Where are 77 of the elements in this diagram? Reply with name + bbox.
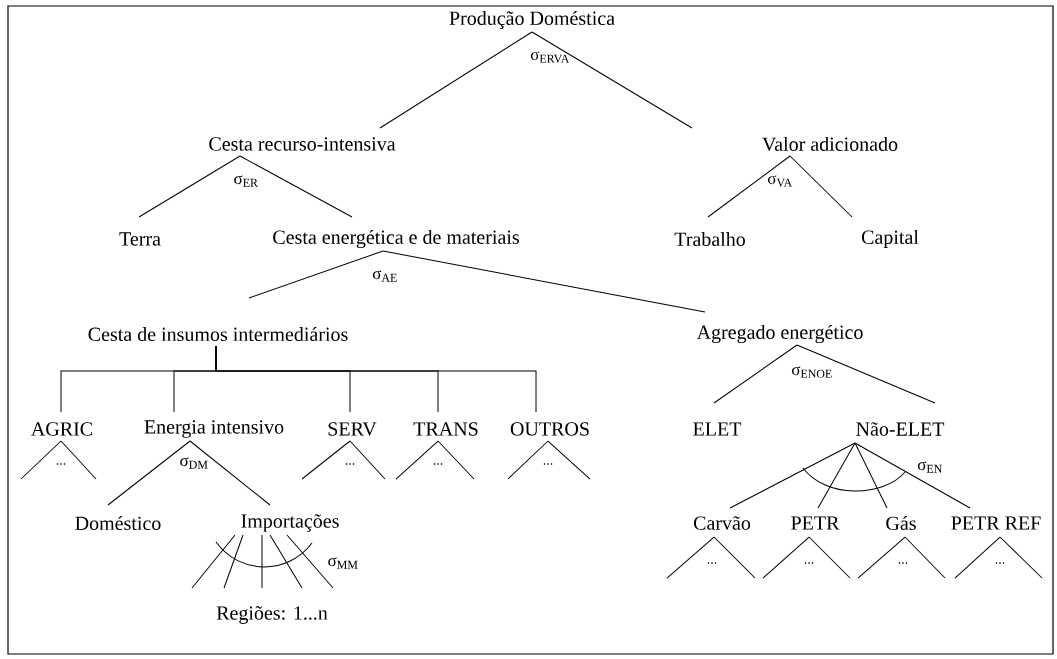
tree-line xyxy=(796,344,936,404)
ellipsis: ... xyxy=(898,562,908,564)
node-label: Doméstico xyxy=(73,514,163,532)
elasticity-label: σ$_{ERVA}$ xyxy=(530,51,570,63)
tree-line xyxy=(854,442,888,509)
tree-line xyxy=(379,31,533,129)
node-label: Terra xyxy=(118,231,162,247)
node-label: PETR xyxy=(789,515,841,531)
node-label: Regiões: 1...n xyxy=(215,605,329,625)
ellipsis: ... xyxy=(543,463,553,465)
node-label: Cesta energética e de materiais xyxy=(271,228,521,250)
node-label: Capital xyxy=(860,228,920,250)
node-label: AGRIC xyxy=(29,421,95,437)
tree-line xyxy=(223,534,244,589)
node-label: PETR REF xyxy=(949,515,1043,531)
tree-line xyxy=(666,536,715,579)
node-label: TRANS xyxy=(412,421,480,437)
ellipsis: ... xyxy=(433,463,443,465)
tree-line xyxy=(301,440,351,480)
tree-line xyxy=(707,155,791,218)
node-label: Cesta de insumos intermediários xyxy=(86,325,350,343)
tree-line xyxy=(954,536,1001,579)
tree-line xyxy=(107,440,191,506)
tree-line xyxy=(531,31,693,129)
tree-line xyxy=(60,440,97,480)
elasticity-label: σ$_{AE}$ xyxy=(372,270,397,282)
tree-line xyxy=(395,440,439,480)
tree-line xyxy=(239,155,353,218)
node-label: Agregado energético xyxy=(695,323,865,345)
node-label: Trabalho xyxy=(673,230,747,248)
elasticity-label: σ$_{ER}$ xyxy=(234,175,258,187)
node-label: Carvão xyxy=(692,515,752,531)
tree-line xyxy=(854,442,971,509)
tree-line xyxy=(857,536,906,579)
node-label: Valor adicionado xyxy=(761,135,900,153)
tree-line xyxy=(713,536,756,579)
tree-line xyxy=(215,345,537,413)
node-label: Energia intensivo xyxy=(142,419,286,439)
tree-line xyxy=(269,534,303,589)
tree-line xyxy=(138,155,241,218)
tree-line xyxy=(904,536,946,579)
tree-line xyxy=(286,534,334,589)
ellipsis: ... xyxy=(345,463,355,465)
tree-line xyxy=(191,534,236,589)
tree-line xyxy=(382,250,706,313)
tree-line xyxy=(189,440,271,506)
ellipsis: ... xyxy=(707,562,717,564)
tree-line xyxy=(248,250,384,299)
tree-line xyxy=(808,536,851,579)
node-label: Produção Doméstica xyxy=(448,9,617,31)
ellipsis: ... xyxy=(804,562,814,564)
node-label: OUTROS xyxy=(509,421,591,437)
tree-line xyxy=(349,440,386,480)
ellipsis: ... xyxy=(995,562,1005,564)
elasticity-label: σ$_{DM}$ xyxy=(180,457,208,469)
tree-line xyxy=(261,534,263,589)
node-label: Importações xyxy=(239,513,341,533)
tree-line xyxy=(817,442,856,509)
node-label: SERV xyxy=(326,421,378,437)
tree-line xyxy=(999,536,1043,579)
elasticity-label: σ$_{VA}$ xyxy=(768,175,793,187)
tree-line xyxy=(437,440,475,480)
node-label: Não-ELET xyxy=(854,421,946,437)
node-label: Cesta recurso-intensiva xyxy=(207,136,397,152)
tree-line xyxy=(729,442,856,509)
tree-line xyxy=(713,344,798,404)
node-label: ELET xyxy=(691,421,743,437)
elasticity-label: σ$_{ENOE}$ xyxy=(791,366,832,378)
elasticity-label: σ$_{EN}$ xyxy=(917,461,942,473)
elasticity-label: σ$_{MM}$ xyxy=(328,557,358,569)
tree-line xyxy=(762,536,810,579)
tree-line xyxy=(789,155,853,218)
ellipsis: ... xyxy=(56,463,66,465)
node-label: Gás xyxy=(884,514,918,532)
tree-line xyxy=(20,440,62,480)
tree-line xyxy=(507,440,549,480)
tree-line xyxy=(547,440,591,480)
